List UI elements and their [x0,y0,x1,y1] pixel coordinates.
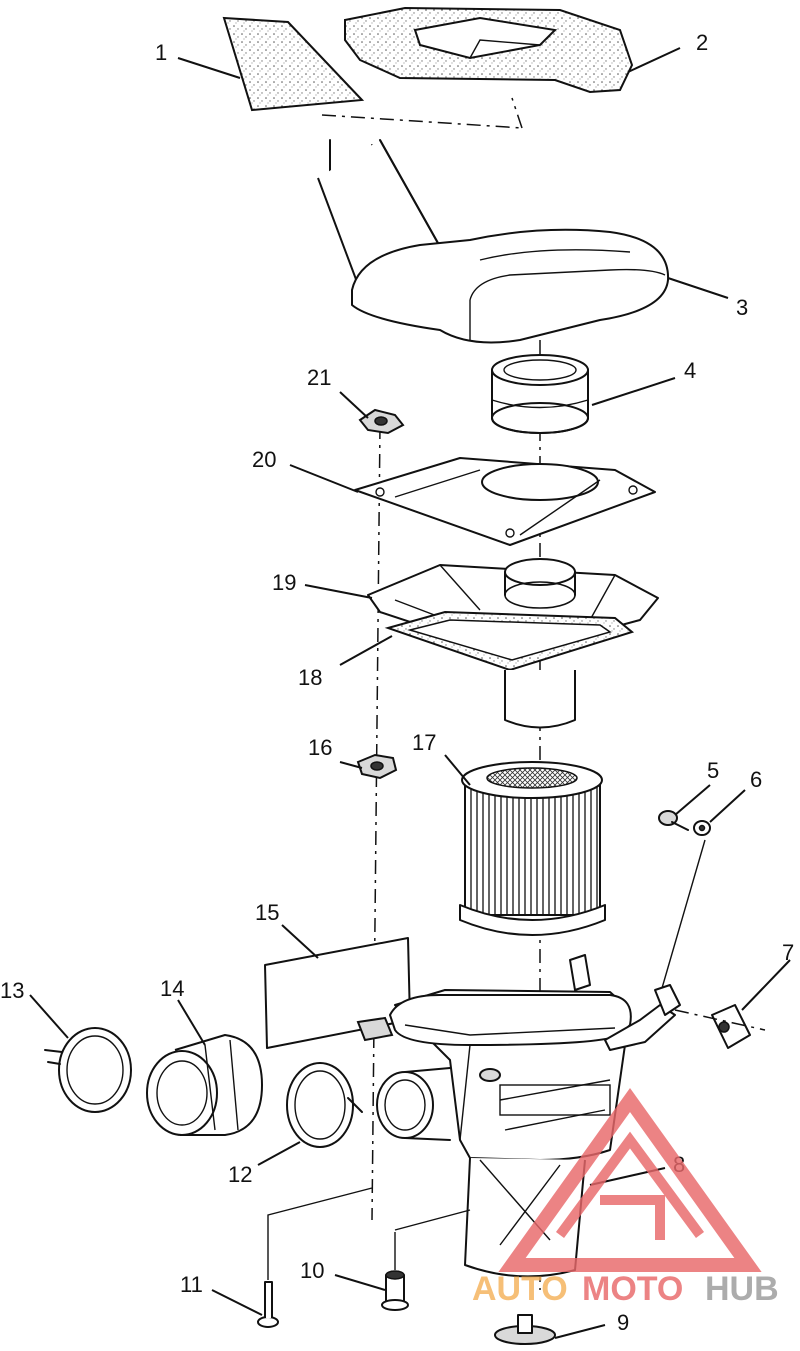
part-1-foam-wedge [222,16,523,129]
callout-19: 19 [272,570,296,595]
callout-5: 5 [707,758,719,783]
part-2-foam-ring [344,6,634,94]
airbox-body [376,954,681,1278]
callout-18: 18 [298,665,322,690]
part-13-clamp [44,1027,132,1113]
callout-11: 11 [180,1272,203,1297]
callout-numbers: 1 2 3 4 5 6 7 8 9 10 11 12 13 14 15 16 1… [0,30,794,1335]
part-18-gasket [384,610,635,729]
callout-17: 17 [412,730,436,755]
callout-9: 9 [617,1310,629,1335]
watermark-triangle-logo [498,1087,762,1272]
callout-12: 12 [228,1162,252,1187]
part-11-bolt [257,1187,373,1328]
part-4-rubber-coupler [491,354,589,434]
part-21-clip-nut [358,408,405,435]
part-14-intake-duct [146,1034,263,1136]
part-3-airbox-cover [317,139,670,344]
part-17-air-filter [459,761,606,936]
watermark-text-auto: AUTO [472,1270,568,1308]
part-10-grommet [381,1209,471,1311]
watermark-text-moto: MOTO [582,1270,683,1308]
automotohub-watermark: AUTO MOTO HUB [472,1087,779,1308]
callout-10: 10 [300,1258,324,1283]
part-16-hex-nut [356,753,398,780]
part-9-drain-plug [494,1314,556,1345]
callout-15: 15 [255,900,279,925]
part-12-clamp [286,1062,363,1148]
part-6-washer [659,820,711,996]
callout-21: 21 [307,365,331,390]
watermark-text-hub: HUB [705,1270,779,1308]
callout-13: 13 [0,978,24,1003]
bolt-axis-line [371,424,381,1221]
callout-7: 7 [782,940,794,965]
part-7-clip [674,1004,766,1049]
callout-20: 20 [252,447,276,472]
callout-1: 1 [155,40,167,65]
callout-6: 6 [750,767,762,792]
part-20-cover-plate [354,457,656,546]
part-5-screw [658,810,689,831]
callout-14: 14 [160,976,184,1001]
callout-2: 2 [696,30,708,55]
callout-4: 4 [684,358,696,383]
callout-3: 3 [736,295,748,320]
body-grommet [356,1016,394,1042]
callout-16: 16 [308,735,332,760]
